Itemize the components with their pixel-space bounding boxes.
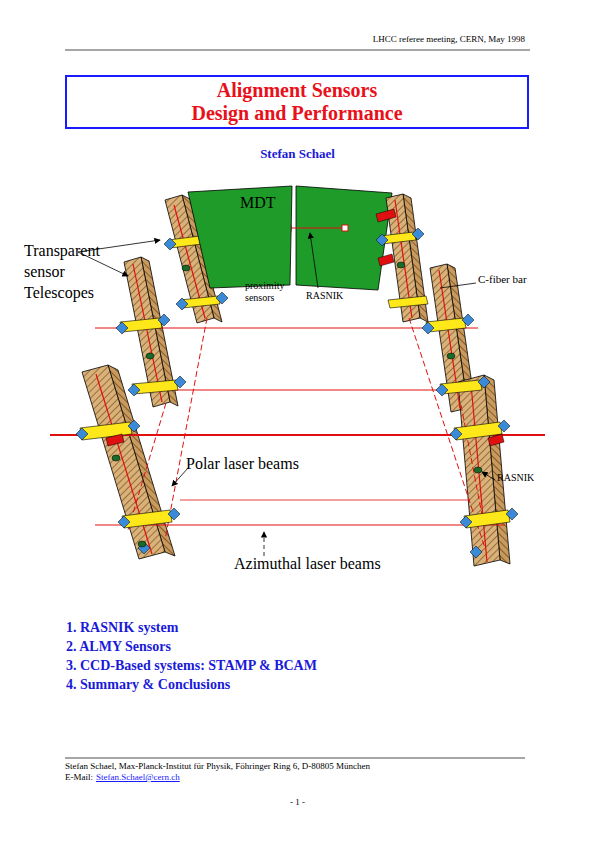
list-item: 3. CCD-Based systems: STAMP & BCAM [66, 657, 317, 674]
sensor-mounts-part [376, 234, 388, 246]
polar-laser-beams-part [165, 318, 207, 540]
sensor-mounts-part [76, 428, 88, 440]
rasnik-elements-part [182, 265, 190, 271]
sensor-mounts-part [138, 542, 150, 554]
sensor-mounts-part [478, 376, 490, 388]
callout-label: Polar laser beams [186, 454, 299, 473]
callout-label: RASNIK [497, 472, 534, 484]
leader-lines-part [264, 532, 265, 556]
sensor-plates-part [122, 510, 172, 528]
rule-lines-part [65, 758, 525, 759]
sensor-plates-part [132, 380, 178, 394]
polar-laser-beams-part [461, 405, 482, 515]
proximity-sensors-part [106, 434, 124, 446]
rasnik-elements-part [146, 353, 154, 359]
chamber-shape [188, 186, 292, 288]
rasnik-elements-part [138, 541, 146, 547]
sensor-plates-part [80, 422, 132, 440]
rule-lines-part [65, 50, 530, 51]
callout-label: proximity sensors [245, 280, 297, 304]
sensor-mounts-part [436, 384, 448, 396]
sensor-mounts-part [168, 508, 180, 520]
sensor-mounts-part [506, 508, 518, 520]
title-box: Alignment Sensors Design and Performance [65, 75, 529, 129]
sensor-mounts-part [174, 376, 186, 388]
sensor-plates [80, 232, 510, 528]
sensor-mounts-part [116, 322, 128, 334]
azimuthal-laser-beams-part [95, 525, 505, 526]
footer-text: Stefan Schael, Max-Planck-Institut für P… [65, 761, 370, 772]
carbon-fiber-bars [82, 194, 510, 566]
footer-text: E-Mail: [65, 772, 93, 783]
header-text: LHCC referee meeting, CERN, May 1998 [65, 34, 525, 45]
page-title: Alignment Sensors Design and Performance [188, 79, 406, 125]
callout-label: C-fiber bar [478, 273, 527, 286]
leader-lines-part [482, 472, 495, 480]
email-link: Stefan.Schael@cern.ch [96, 772, 180, 783]
sensor-mounts-part [176, 298, 188, 310]
sensor-mounts-part [450, 428, 462, 440]
rasnik-elements-part [474, 467, 482, 473]
mdt-chamber [296, 186, 392, 290]
mdt-rasnik-part [342, 225, 348, 231]
sensor-mounts-part [128, 420, 140, 432]
chamber-label: MDT [240, 194, 276, 212]
proximity-sensors-part [488, 434, 504, 446]
sensor-mounts-part [462, 314, 474, 326]
page-number: - 1 - [0, 797, 595, 808]
leader-lines-part [310, 233, 318, 288]
sensor-mounts-part [498, 420, 510, 432]
sensor-plates-part [464, 510, 510, 528]
author-name: Stefan Schael [0, 146, 595, 162]
rasnik-lines-part [471, 384, 487, 562]
sensor-plates-part [388, 296, 428, 308]
callout-label: Transparent sensor Telescopes [24, 240, 124, 303]
list-item: 2. ALMY Sensors [66, 638, 171, 655]
mdt-chamber-part [296, 186, 392, 290]
rasnik-lines [96, 200, 487, 562]
leader-lines-part [172, 468, 188, 486]
sensor-mounts-part [460, 516, 472, 528]
polar-laser-beams [128, 318, 485, 548]
carbon-fiber-bars-part [458, 375, 500, 566]
azimuthal-laser-beams-part [130, 390, 462, 391]
azimuthal-laser-beams [50, 328, 545, 525]
sensor-mounts-part [216, 292, 228, 304]
list-item: 1. RASNIK system [66, 619, 178, 636]
sensor-mounts-part [164, 238, 176, 250]
proximity-sensors-part [378, 254, 394, 266]
rasnik-elements [112, 262, 482, 547]
rasnik-elements-part [397, 262, 405, 268]
sensor-mounts-part [128, 384, 140, 396]
leader-lines-part [440, 283, 476, 288]
sensor-mounts-part [470, 546, 482, 558]
sensor-mounts-part [412, 228, 424, 240]
proximity-sensors-part [376, 209, 396, 222]
rasnik-elements-part [447, 353, 455, 359]
list-item: 4. Summary & Conclusions [66, 676, 230, 693]
carbon-fiber-bars-part [82, 365, 165, 559]
proximity-sensors [106, 209, 504, 446]
sensor-mounts-part [158, 314, 170, 326]
callout-label: Azimuthal laser beams [234, 554, 381, 573]
callout-label: RASNIK [306, 290, 343, 302]
sensor-mounts [76, 228, 518, 558]
rasnik-elements-part [112, 455, 120, 461]
rasnik-lines-part [96, 374, 152, 554]
sensor-mounts-part [422, 322, 434, 334]
azimuthal-laser-beams-part [180, 500, 470, 501]
mdt-chamber: MDT [186, 185, 294, 291]
sensor-mounts-part [118, 516, 130, 528]
rasnik-lines-part [133, 264, 162, 402]
